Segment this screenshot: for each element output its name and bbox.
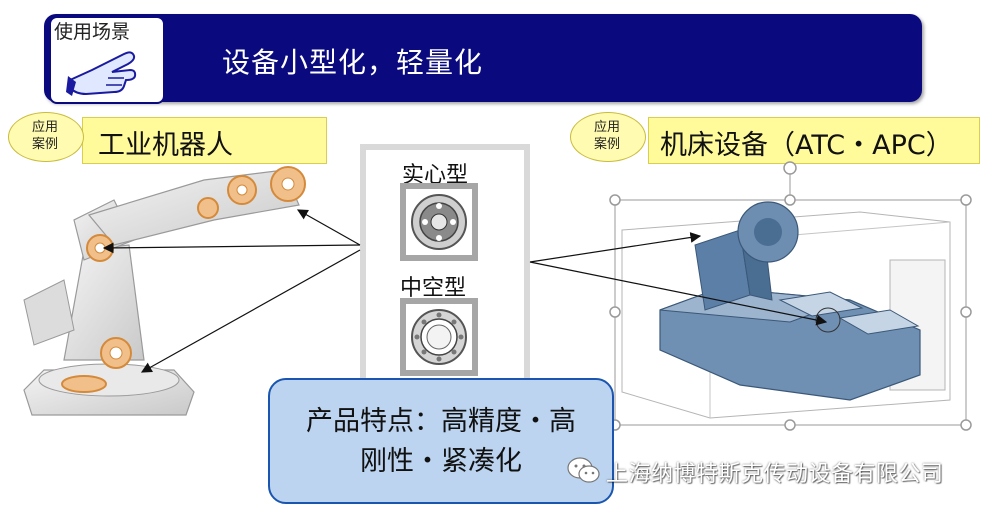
header-banner bbox=[44, 14, 922, 102]
usage-scene-label: 使用场景 bbox=[54, 21, 131, 43]
banner-title: 设备小型化，轻量化 bbox=[222, 46, 484, 79]
pointing-hand-icon bbox=[66, 51, 137, 96]
product-features-text: 产品特点：高精度・高 刚性・紧凑化 bbox=[268, 402, 614, 482]
hollow-reducer-icon bbox=[411, 309, 467, 365]
left-case-badge bbox=[8, 112, 84, 162]
industrial-robot-illustration bbox=[23, 166, 306, 416]
right-case-badge bbox=[570, 112, 646, 162]
product-features-box bbox=[268, 378, 614, 504]
features-line-1: 产品特点：高精度・高 bbox=[306, 406, 576, 437]
solid-reducer-icon bbox=[411, 194, 467, 250]
company-watermark: 上海纳博特斯克传动设备有限公司 bbox=[606, 462, 944, 487]
wechat-icon bbox=[567, 457, 600, 483]
left-case-title: 工业机器人 bbox=[98, 130, 233, 161]
right-case-label-bg bbox=[648, 117, 980, 164]
right-case-badge-text: 应用 案例 bbox=[593, 120, 620, 152]
left-case-badge-text: 应用 案例 bbox=[31, 120, 58, 152]
right-case-title: 机床设备（ATC・APC） bbox=[660, 130, 953, 161]
hollow-type-label: 中空型 bbox=[400, 276, 467, 301]
features-line-2: 刚性・紧凑化 bbox=[360, 446, 522, 477]
machine-tool-illustration bbox=[609, 161, 972, 431]
